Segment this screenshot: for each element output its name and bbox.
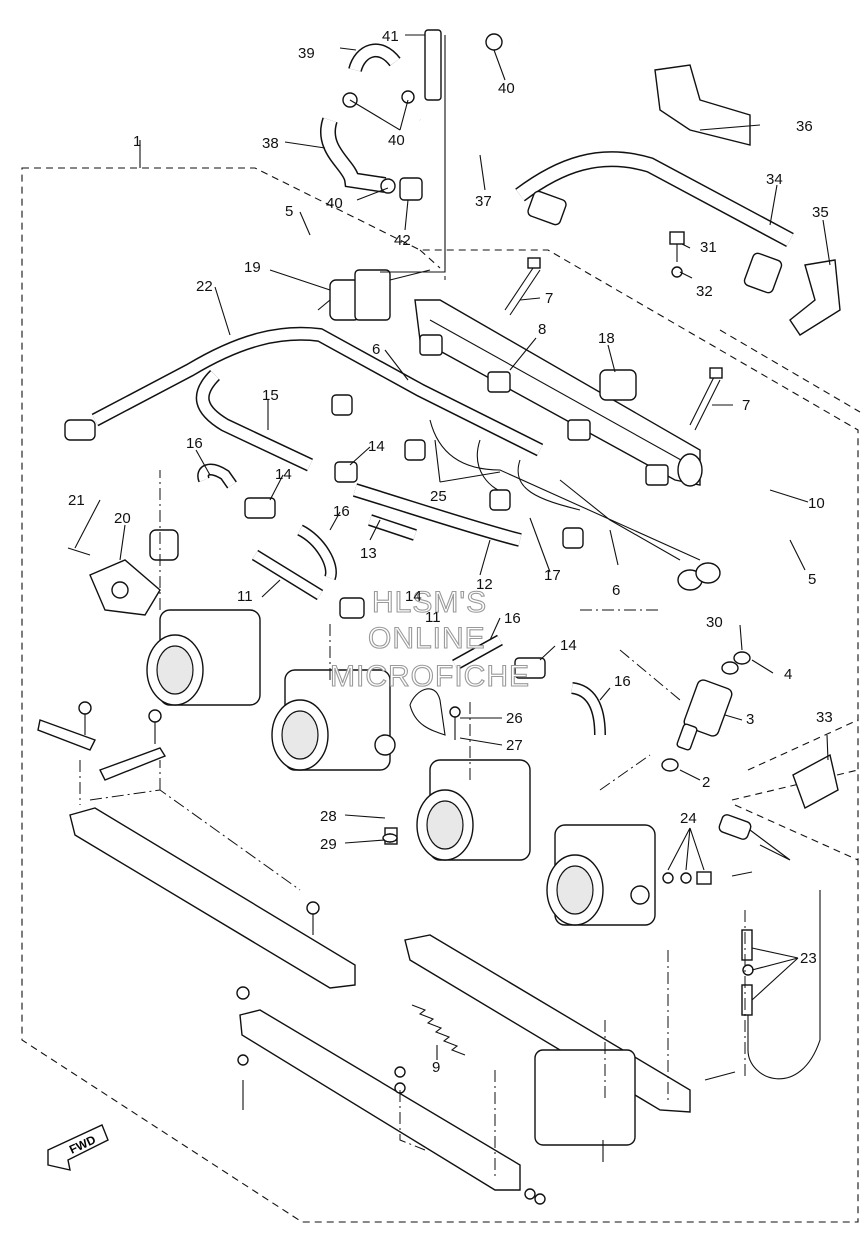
throttle-bodies — [146, 609, 656, 926]
callout-15: 15 — [262, 387, 279, 404]
callout-22: 22 — [196, 278, 213, 295]
forward-arrow-icon: FWD — [47, 1124, 109, 1171]
callout-9: 9 — [432, 1059, 440, 1076]
callout-31: 31 — [700, 239, 717, 256]
callout-34: 34 — [766, 171, 783, 188]
pressure-regulator — [317, 269, 431, 321]
watermark: HLSM'S ONLINE MICROFICHE — [329, 585, 530, 693]
callout-38: 38 — [262, 135, 279, 152]
throttle-position-sensor — [67, 529, 179, 616]
callout-7b: 7 — [742, 397, 750, 414]
callout-6b: 6 — [612, 582, 620, 599]
callout-35: 35 — [812, 204, 829, 221]
callout-14b: 14 — [275, 466, 292, 483]
callout-25: 25 — [430, 488, 447, 505]
callout-40b: 40 — [388, 132, 405, 149]
right-hoses-and-clips — [515, 64, 841, 336]
callout-1: 1 — [133, 133, 141, 150]
callout-16a: 16 — [186, 435, 203, 452]
callout-labels: 1 2 3 4 5 5 6 6 7 7 8 9 10 11 11 12 13 1… — [68, 28, 833, 1076]
watermark-line-3: MICROFICHE — [330, 660, 530, 693]
callout-11b: 11 — [425, 609, 441, 626]
callout-27: 27 — [506, 737, 523, 754]
callout-14d: 14 — [560, 637, 577, 654]
bolts — [504, 231, 723, 431]
fuel-rail — [414, 299, 703, 487]
callout-21: 21 — [68, 492, 85, 509]
callout-20: 20 — [114, 510, 131, 527]
callout-30: 30 — [706, 614, 723, 631]
spring — [411, 1004, 466, 1056]
callout-17: 17 — [544, 567, 561, 584]
assembly-boundary — [21, 140, 861, 1223]
sensor-parts — [662, 753, 839, 1080]
callout-16b: 16 — [333, 503, 350, 520]
callout-26: 26 — [506, 710, 523, 727]
callout-28: 28 — [320, 808, 337, 825]
callout-16c: 16 — [504, 610, 521, 627]
callout-6a: 6 — [372, 341, 380, 358]
leader-lines — [74, 34, 831, 1180]
callout-29: 29 — [320, 836, 337, 853]
callout-42: 42 — [394, 232, 411, 249]
callout-19: 19 — [244, 259, 261, 276]
callout-18: 18 — [598, 330, 615, 347]
callout-12: 12 — [476, 576, 493, 593]
callout-7a: 7 — [545, 290, 553, 307]
callout-33: 33 — [816, 709, 833, 726]
wire-harness — [331, 369, 721, 591]
small-clips — [382, 688, 461, 843]
callout-8: 8 — [538, 321, 546, 338]
callout-5b: 5 — [808, 571, 816, 588]
callout-36: 36 — [796, 118, 813, 135]
callout-4: 4 — [784, 666, 792, 683]
callout-3: 3 — [746, 711, 754, 728]
callout-2: 2 — [702, 774, 710, 791]
callout-24: 24 — [680, 810, 697, 827]
callout-5a: 5 — [285, 203, 293, 220]
linkage-plates — [37, 719, 691, 1191]
callout-39: 39 — [298, 45, 315, 62]
callout-10: 10 — [808, 495, 825, 512]
callout-14c: 14 — [405, 588, 422, 605]
long-hoses — [64, 326, 544, 547]
callout-23: 23 — [800, 950, 817, 967]
callout-32: 32 — [696, 283, 713, 300]
callout-37: 37 — [475, 193, 492, 210]
callout-11a: 11 — [237, 588, 253, 605]
callout-40a: 40 — [498, 80, 515, 97]
callout-13: 13 — [360, 545, 377, 562]
watermark-line-2: ONLINE — [368, 622, 486, 655]
callout-14a: 14 — [368, 438, 385, 455]
fuel-injector — [661, 651, 751, 772]
watermark-line-1: HLSM'S — [372, 586, 487, 619]
callout-16d: 16 — [614, 673, 631, 690]
callout-41: 41 — [382, 28, 399, 45]
small-hoses — [197, 461, 606, 736]
upper-hoses — [320, 29, 618, 201]
callout-40c: 40 — [326, 195, 343, 212]
